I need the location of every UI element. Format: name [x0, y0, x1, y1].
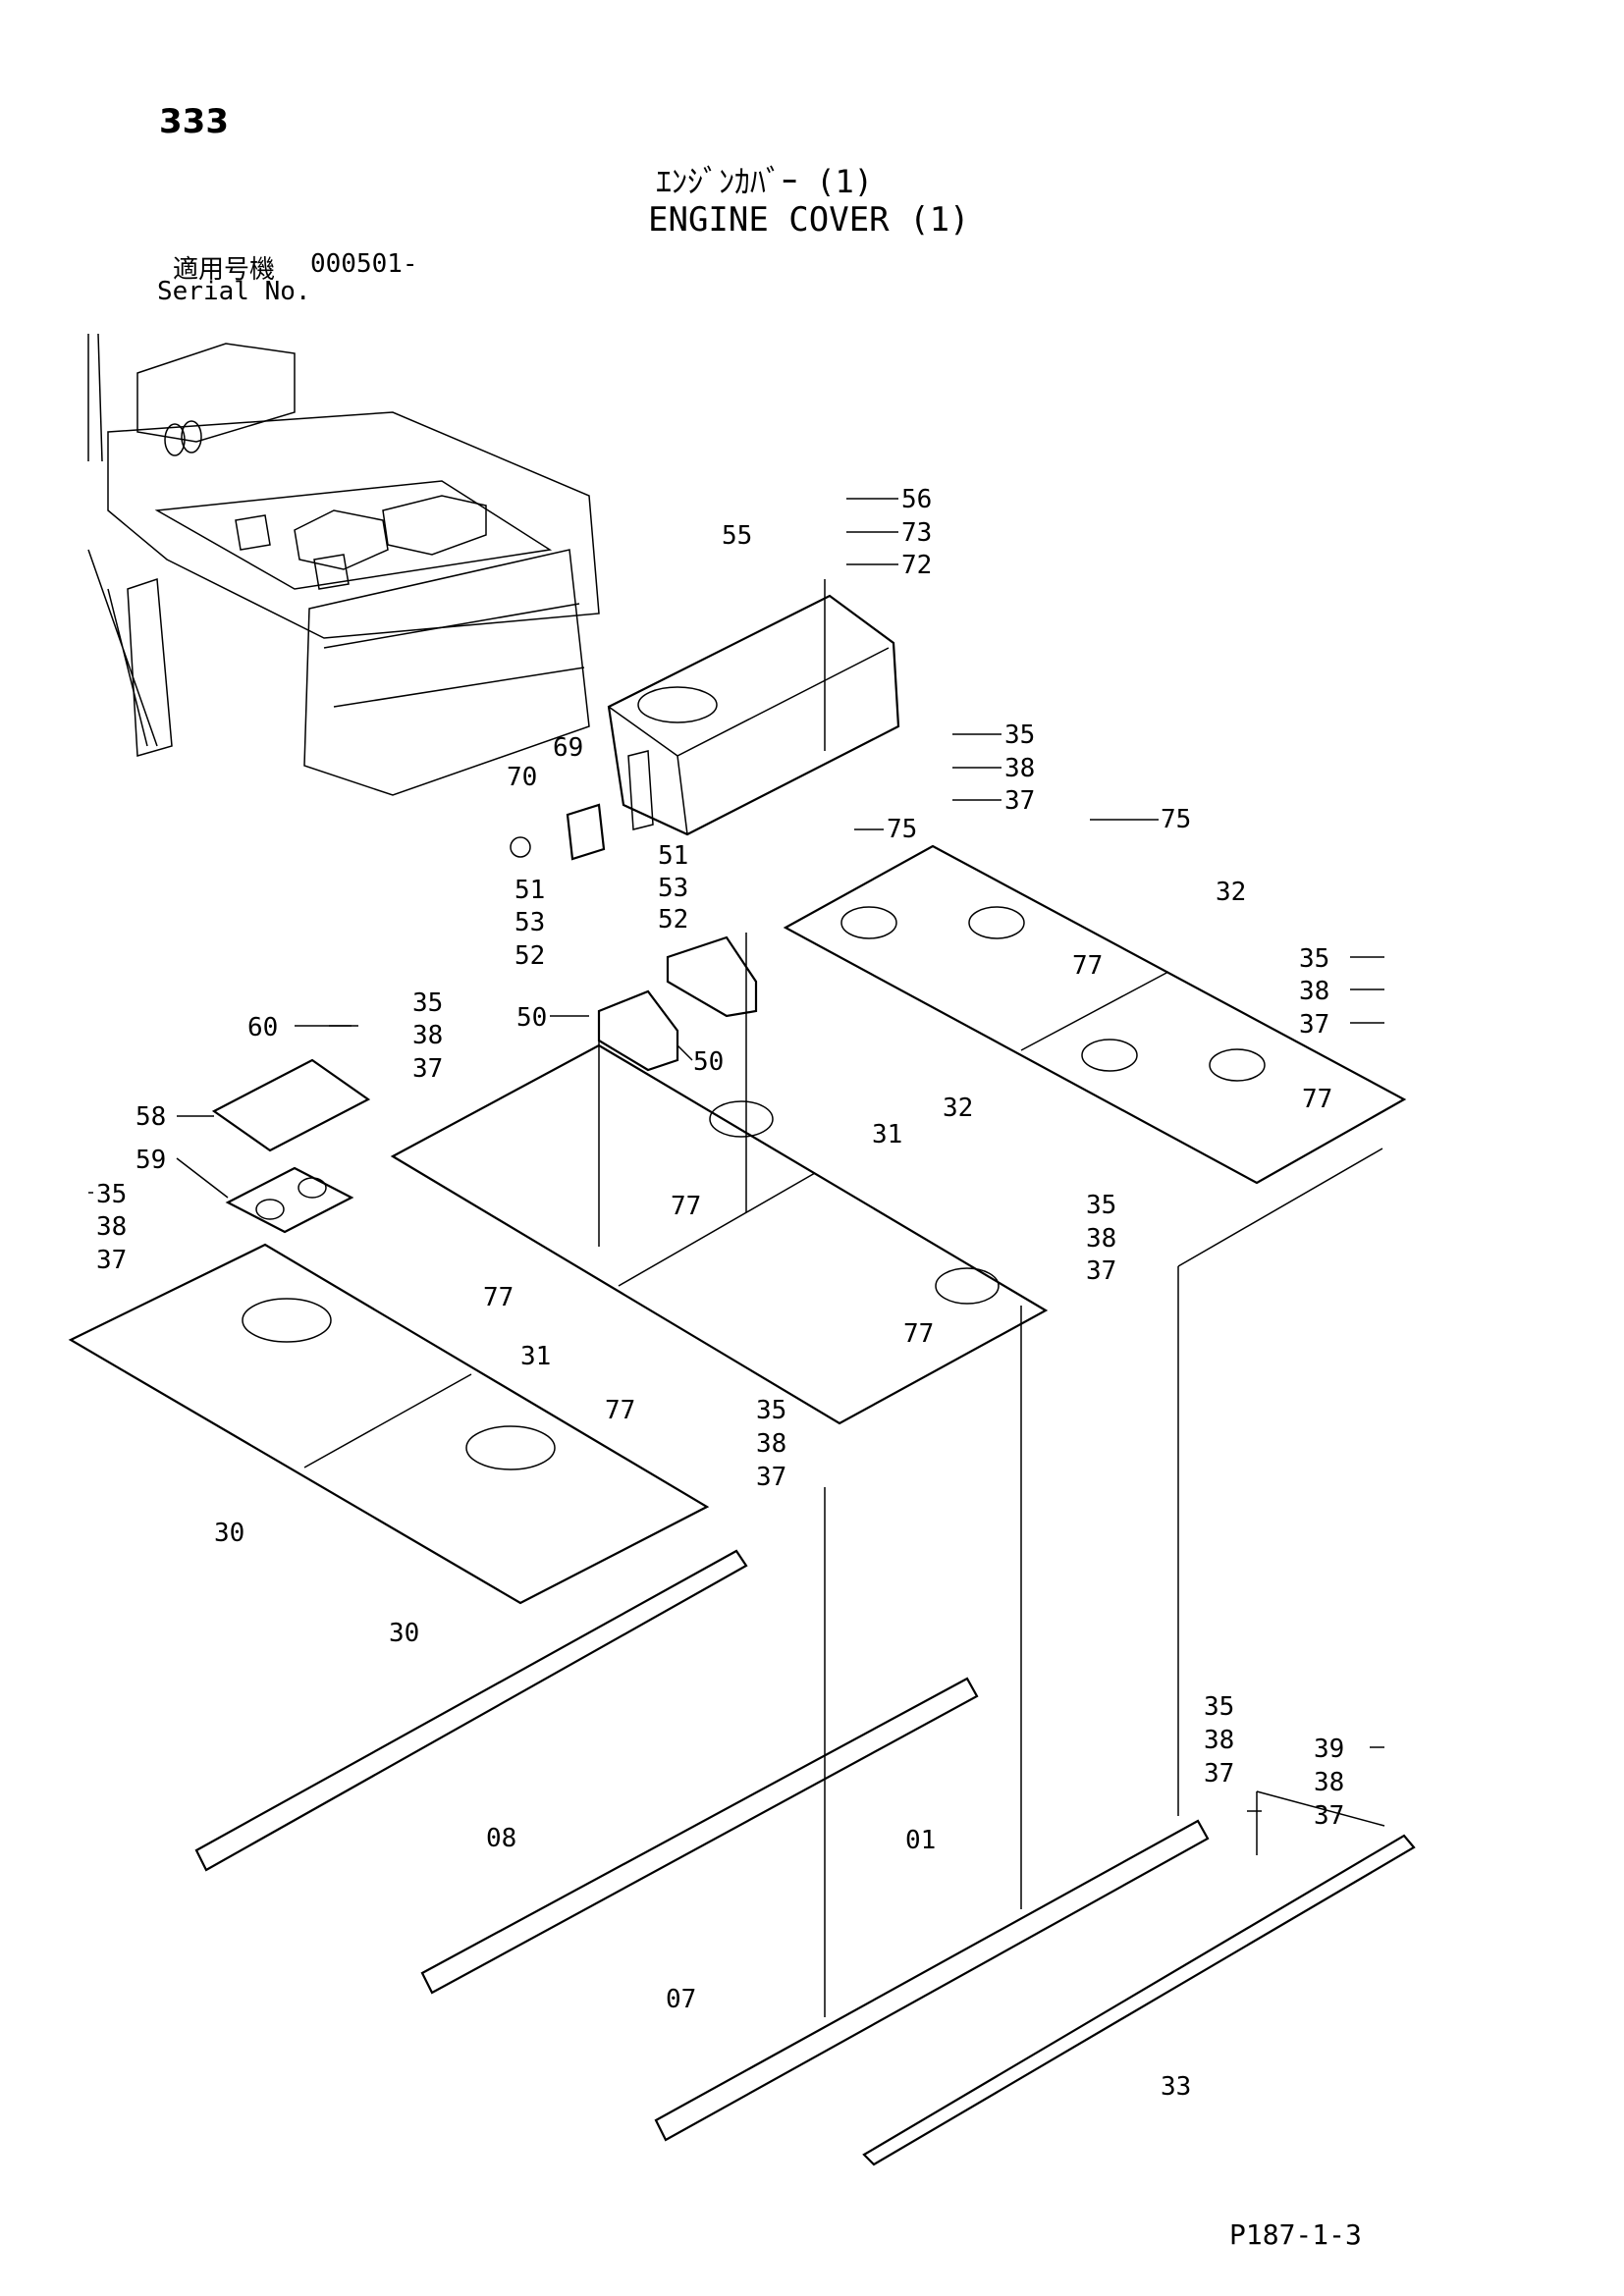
serial-label-japanese: 適用号機 — [173, 255, 276, 285]
alignment-lines — [598, 579, 1385, 2017]
callout-50a: 50 — [516, 1003, 547, 1033]
page-number: 333 — [159, 102, 229, 141]
callout-39: 39 — [1314, 1735, 1344, 1764]
frame-rails — [194, 1549, 1416, 2166]
callout-38c: 38 — [412, 1021, 443, 1050]
callout-52a: 52 — [658, 905, 688, 934]
callout-01: 01 — [905, 1826, 936, 1855]
callout-53a: 53 — [658, 874, 688, 903]
callout-55: 55 — [722, 521, 752, 551]
machine-context-sketch — [87, 333, 600, 796]
callout-37h: 37 — [1314, 1801, 1344, 1831]
callout-35e: 35 — [1086, 1191, 1116, 1220]
callout-07: 07 — [666, 1985, 696, 2014]
callout-37e: 37 — [1086, 1256, 1116, 1286]
callout-73: 73 — [901, 518, 932, 548]
callout-50b: 50 — [693, 1047, 724, 1077]
callout-77f: 77 — [605, 1396, 635, 1425]
callout-72: 72 — [901, 551, 932, 580]
cover-plates-58-59 — [211, 1058, 371, 1234]
callout-56: 56 — [901, 485, 932, 514]
callout-37f: 37 — [756, 1463, 786, 1492]
callout-69: 69 — [553, 733, 583, 763]
callout-37b: 37 — [1299, 1010, 1329, 1040]
engine-cover-55 — [607, 594, 900, 836]
title-japanese: ｴﾝｼﾞﾝｶﾊﾞｰ (1) — [656, 163, 874, 200]
callout-38a: 38 — [1004, 754, 1035, 783]
callout-35g: 35 — [1204, 1692, 1234, 1722]
callout-38e: 38 — [1086, 1224, 1116, 1254]
callout-31a: 31 — [872, 1120, 902, 1149]
callout-51a: 51 — [658, 841, 688, 871]
callout-31b: 31 — [520, 1342, 551, 1371]
plate-32 — [783, 844, 1407, 1185]
serial-label-english: Serial No. — [157, 277, 311, 306]
callout-38h: 38 — [1314, 1768, 1344, 1797]
callout-35c: 35 — [412, 988, 443, 1018]
title-english: ENGINE COVER (1) — [648, 200, 970, 240]
label-leaders — [88, 498, 1384, 1812]
callout-60: 60 — [247, 1013, 278, 1042]
callout-33: 33 — [1161, 2072, 1191, 2102]
callout-52b: 52 — [514, 941, 545, 971]
callout-58: 58 — [135, 1102, 166, 1132]
callout-37a: 37 — [1004, 786, 1035, 816]
callout-32a: 32 — [1216, 878, 1246, 907]
brackets-50 — [510, 803, 758, 1072]
callout-32b: 32 — [943, 1094, 973, 1123]
callout-59: 59 — [135, 1146, 166, 1175]
callout-51b: 51 — [514, 876, 545, 905]
callout-08: 08 — [486, 1824, 516, 1853]
callout-77d: 77 — [483, 1283, 514, 1312]
callout-37d: 37 — [96, 1246, 127, 1275]
callout-30b: 30 — [389, 1619, 419, 1648]
callout-38g: 38 — [1204, 1726, 1234, 1755]
callout-30a: 30 — [214, 1519, 244, 1548]
callout-77e: 77 — [903, 1319, 934, 1349]
callout-labels: 56 73 72 55 35 38 37 75 75 69 70 51 53 5… — [96, 485, 1344, 2102]
callout-35d: 35 — [96, 1180, 127, 1209]
drawing-code: P187-1-3 — [1229, 2218, 1362, 2251]
callout-75b: 75 — [1161, 805, 1191, 834]
plate-31 — [390, 1043, 1049, 1425]
callout-38b: 38 — [1299, 977, 1329, 1006]
callout-53b: 53 — [514, 908, 545, 937]
callout-75a: 75 — [887, 815, 917, 844]
callout-38d: 38 — [96, 1212, 127, 1242]
callout-35b: 35 — [1299, 944, 1329, 974]
serial-value: 000501- — [310, 249, 418, 279]
callout-37g: 37 — [1204, 1759, 1234, 1789]
callout-38f: 38 — [756, 1429, 786, 1459]
callout-70: 70 — [507, 763, 537, 792]
callout-77c: 77 — [671, 1192, 701, 1221]
callout-77a: 77 — [1072, 951, 1103, 981]
callout-37c: 37 — [412, 1054, 443, 1084]
callout-77b: 77 — [1302, 1085, 1332, 1114]
plate-30 — [68, 1243, 710, 1605]
callout-35a: 35 — [1004, 721, 1035, 750]
callout-35f: 35 — [756, 1396, 786, 1425]
